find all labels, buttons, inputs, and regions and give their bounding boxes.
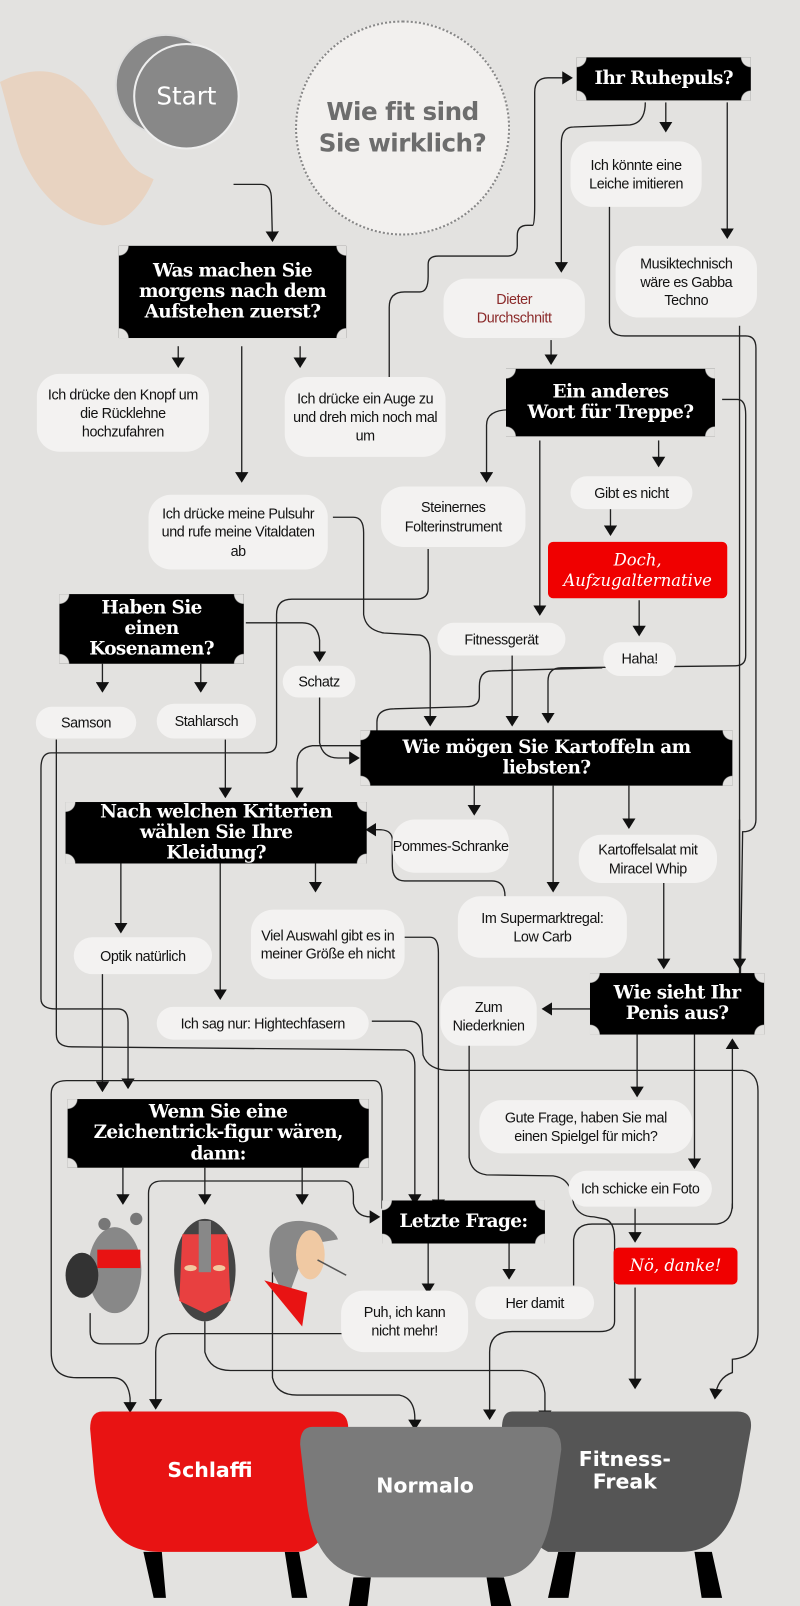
question-stairs: Ein anderes Wort für Treppe? — [506, 368, 715, 437]
answer-photo[interactable]: Ich schicke ein Foto — [568, 1170, 712, 1207]
normalo-shape — [300, 1426, 562, 1578]
question-clothing: Nach welchen Kriterien wählen Sie Ihre K… — [66, 801, 367, 864]
result-normalo: Normalo — [376, 1472, 474, 1498]
answer-optik[interactable]: Optik natürlich — [73, 937, 213, 975]
cartoon-ironman-icon — [174, 1218, 236, 1322]
answer-puh[interactable]: Puh, ich kann nicht mehr! — [341, 1290, 469, 1353]
result-fitness: Fitness-Freak — [578, 1446, 671, 1494]
answer-corpse[interactable]: Ich könnte eine Leiche imitieren — [570, 141, 702, 207]
answer-samson[interactable]: Samson — [35, 706, 137, 739]
schlaffi-shape — [90, 1411, 349, 1552]
answer-none[interactable]: Gibt es nicht — [570, 476, 693, 510]
title-circle: Wie fit sind Sie wirklich? — [294, 20, 511, 236]
answer-fitnessgeraet[interactable]: Fitnessgerät — [437, 622, 566, 656]
cartoon-bear-icon — [65, 1212, 143, 1314]
question-pulse: Ihr Ruhepuls? — [576, 57, 751, 101]
answer-pommes[interactable]: Pommes-Schranke — [392, 819, 510, 873]
answer-mirror[interactable]: Gute Frage, haben Sie mal einen Spielgel… — [479, 1100, 693, 1154]
fitness-shape — [501, 1411, 752, 1552]
answer-dieter[interactable]: Dieter Durchschnitt — [443, 278, 585, 339]
answer-herdamit[interactable]: Her damit — [475, 1286, 595, 1320]
question-penis: Wie sieht Ihr Penis aus? — [590, 973, 764, 1035]
question-cartoon: Wenn Sie eine Zeichentrick-figur wären, … — [68, 1099, 369, 1168]
answer-gabba[interactable]: Musiktechnisch wäre es Gabba Techno — [615, 245, 757, 318]
answer-lowcarb[interactable]: Im Supermarktregal: Low Carb — [457, 896, 627, 958]
question-potatoes: Wie mögen Sie Kartoffeln am liebsten? — [360, 730, 733, 786]
answer-salad[interactable]: Kartoffelsalat mit Miracel Whip — [578, 834, 718, 883]
question-last: Letzte Frage: — [382, 1200, 545, 1244]
answer-nodanke[interactable]: Nö, danke! — [613, 1247, 738, 1285]
answer-pulsewatch[interactable]: Ich drücke meine Pulsuhr und rufe meine … — [148, 494, 328, 570]
answer-eye[interactable]: Ich drücke ein Auge zu und dreh mich noc… — [284, 376, 446, 457]
answer-button[interactable]: Ich drücke den Knopf um die Rücklehne ho… — [36, 373, 209, 452]
start-button[interactable]: Start — [133, 43, 240, 150]
result-stands — [90, 1411, 752, 1606]
question-morning: Was machen Sie morgens nach dem Aufstehe… — [119, 245, 346, 339]
answer-elevator[interactable]: Doch, Aufzugalternative — [548, 541, 728, 599]
answer-kneel[interactable]: Zum Niederknien — [440, 986, 537, 1046]
answer-stahlarsch[interactable]: Stahlarsch — [156, 703, 257, 739]
muscle-arm-illustration — [0, 71, 154, 226]
result-schlaffi: Schlaffi — [167, 1457, 253, 1483]
answer-torture[interactable]: Steinernes Folterinstrument — [381, 486, 526, 547]
answer-schatz[interactable]: Schatz — [282, 665, 356, 698]
page-title-line-1: Wie fit sind — [326, 97, 479, 126]
page-title-line-2: Sie wirklich? — [318, 129, 487, 158]
cartoon-character-icon — [264, 1220, 347, 1327]
answer-size[interactable]: Viel Auswahl gibt es in meiner Größe eh … — [250, 909, 405, 980]
answer-hightech[interactable]: Ich sag nur: Hightechfasern — [156, 1006, 369, 1040]
question-nickname: Haben Sie einen Kosenamen? — [59, 594, 243, 664]
answer-haha[interactable]: Haha! — [603, 642, 677, 677]
